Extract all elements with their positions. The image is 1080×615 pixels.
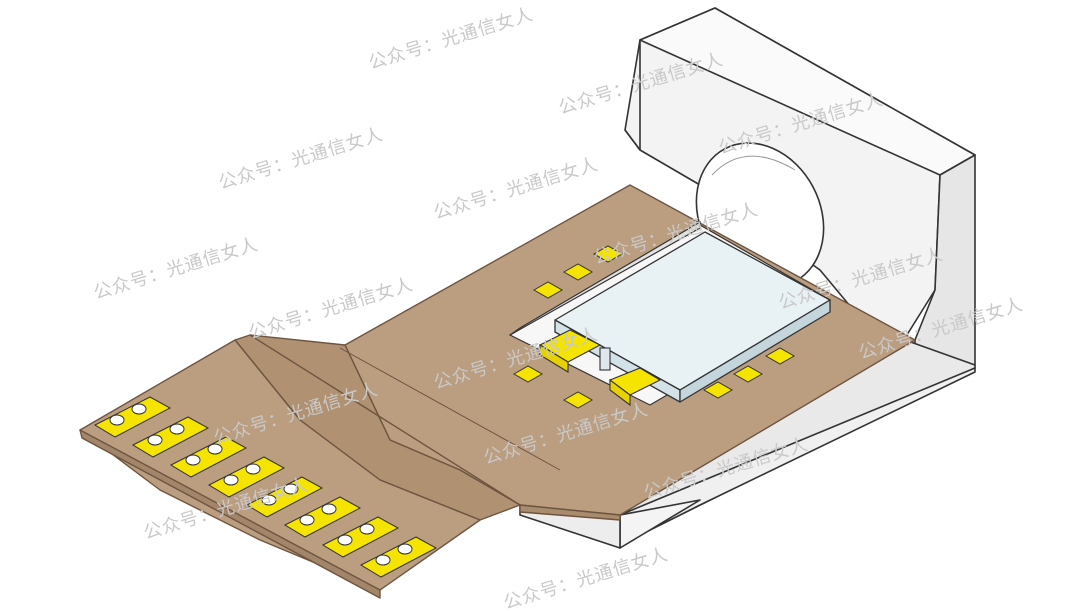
flex-crease-line: [339, 347, 561, 471]
gold-bond-pads: [512, 245, 796, 409]
cavity-components: [538, 329, 662, 407]
gold-block: [609, 378, 631, 407]
bond-pad: [702, 381, 734, 399]
edge-finger: [207, 456, 286, 498]
bond-pad: [732, 365, 764, 383]
cavity-wall: [509, 220, 701, 336]
gold-block: [539, 344, 569, 373]
metal-housing: [519, 7, 976, 549]
bond-pad: [562, 263, 594, 281]
bond-pad: [764, 347, 796, 365]
edge-finger: [169, 436, 248, 478]
edge-finger: [321, 516, 400, 558]
edge-finger: [93, 396, 172, 438]
bond-pad: [592, 245, 624, 263]
bond-pad: [532, 281, 564, 299]
flex-crease-line: [249, 334, 521, 506]
edge-finger: [245, 476, 324, 518]
edge-finger: [131, 416, 210, 458]
edge-finger: [359, 536, 438, 578]
bond-pad: [562, 391, 594, 409]
flex-board-edge: [79, 429, 381, 599]
bond-pad: [512, 365, 544, 383]
chip-side-face: [679, 299, 831, 403]
flex-board-lip: [519, 504, 621, 521]
edge-connector-fingers: [93, 396, 438, 578]
cavity-pillar: [599, 347, 611, 371]
edge-finger: [283, 496, 362, 538]
housing-edge-line: [624, 129, 641, 151]
